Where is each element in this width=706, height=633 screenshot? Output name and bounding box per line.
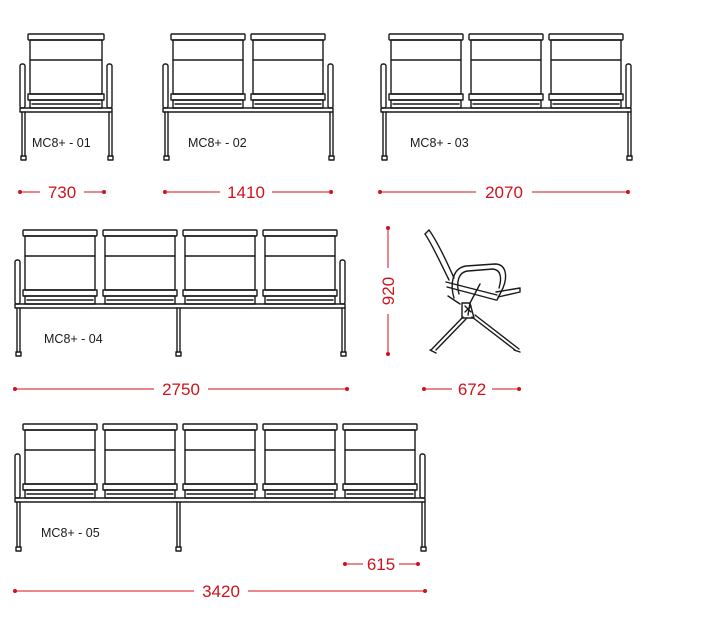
- dimension-width-03: 2070: [378, 183, 630, 202]
- dimension-value-04: 2750: [162, 380, 200, 399]
- dimension-value-05: 3420: [202, 582, 240, 601]
- bench-mc8-01-drawing: [19, 33, 114, 161]
- bench-mc8-02-drawing: [162, 33, 335, 161]
- dimension-width-01: 730: [18, 183, 106, 202]
- model-label-01: MC8+ - 01: [32, 136, 91, 150]
- model-label-04: MC8+ - 04: [44, 332, 103, 346]
- dimension-value-02: 1410: [227, 183, 265, 202]
- bench-mc8-05-drawing: [14, 423, 427, 552]
- dimension-width-04: 2750: [13, 380, 349, 399]
- dimension-depth: 672: [422, 380, 521, 399]
- dimension-width-05: 3420: [13, 582, 427, 601]
- dimension-height: 920: [379, 226, 398, 356]
- dimension-width-02: 1410: [163, 183, 333, 202]
- chair-rear-leg: [447, 295, 461, 305]
- dimension-value-depth: 672: [458, 380, 486, 399]
- dimension-value-seat-width: 615: [367, 555, 395, 574]
- dimension-value-03: 2070: [485, 183, 523, 202]
- bench-mc8-03-drawing: [380, 33, 633, 161]
- dimension-seat-width: 615: [343, 555, 420, 574]
- model-label-02: MC8+ - 02: [188, 136, 247, 150]
- chair-side-view-drawing: [424, 229, 521, 354]
- bench-mc8-04-drawing: [14, 229, 347, 357]
- model-label-03: MC8+ - 03: [410, 136, 469, 150]
- dimension-value-01: 730: [48, 183, 76, 202]
- model-label-05: MC8+ - 05: [41, 526, 100, 540]
- dimension-value-height: 920: [379, 277, 398, 305]
